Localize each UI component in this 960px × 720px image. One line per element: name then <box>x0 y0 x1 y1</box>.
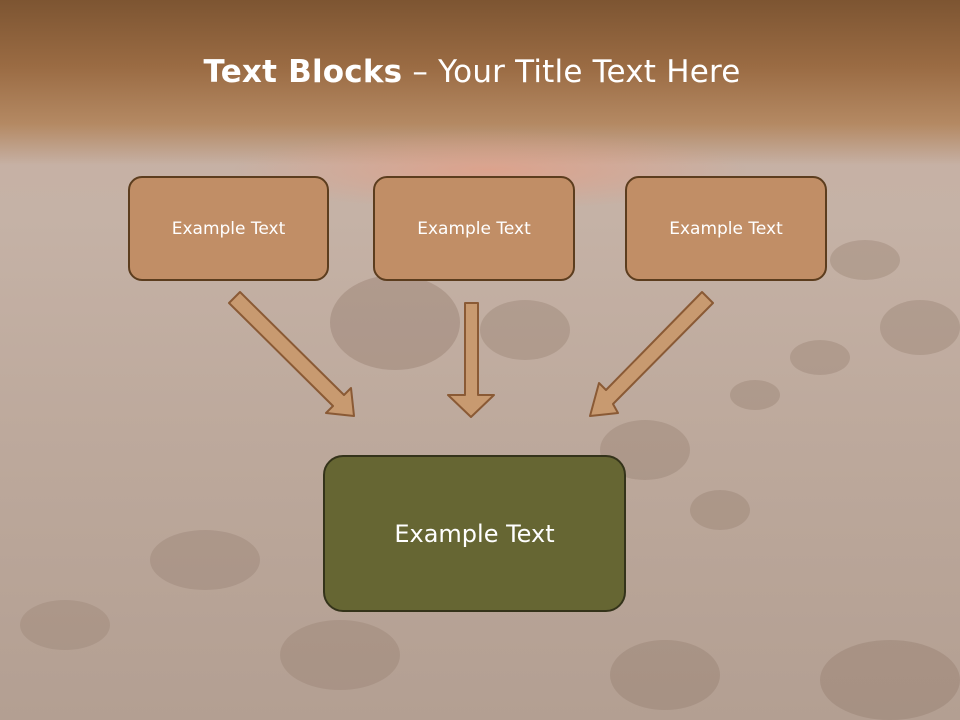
background-rock <box>790 340 850 375</box>
background-rock <box>880 300 960 355</box>
background-rock <box>20 600 110 650</box>
text-box-label: Example Text <box>417 218 531 239</box>
background-rock <box>280 620 400 690</box>
text-box-top-center[interactable]: Example Text <box>373 176 575 281</box>
arrow-left <box>228 291 355 417</box>
background-rock <box>820 640 960 720</box>
background-rock <box>480 300 570 360</box>
text-box-label: Example Text <box>171 218 286 239</box>
background-rock <box>830 240 900 280</box>
background-rock <box>150 530 260 590</box>
slide-title: Text Blocks – Your Title Text Here <box>0 54 944 90</box>
title-rest-part: – Your Title Text Here <box>402 54 741 90</box>
arrow-center <box>447 302 495 418</box>
arrow-right <box>589 291 714 417</box>
background-rock <box>610 640 720 710</box>
text-box-top-right[interactable]: Example Text <box>625 176 827 281</box>
text-box-bottom[interactable]: Example Text <box>323 455 626 612</box>
text-box-label: Example Text <box>394 519 555 548</box>
background-rock <box>730 380 780 410</box>
title-bold-part: Text Blocks <box>203 54 403 90</box>
background-rock <box>330 275 460 370</box>
text-box-label: Example Text <box>669 218 783 239</box>
background-rock <box>690 490 750 530</box>
text-box-top-left[interactable]: Example Text <box>128 176 329 281</box>
